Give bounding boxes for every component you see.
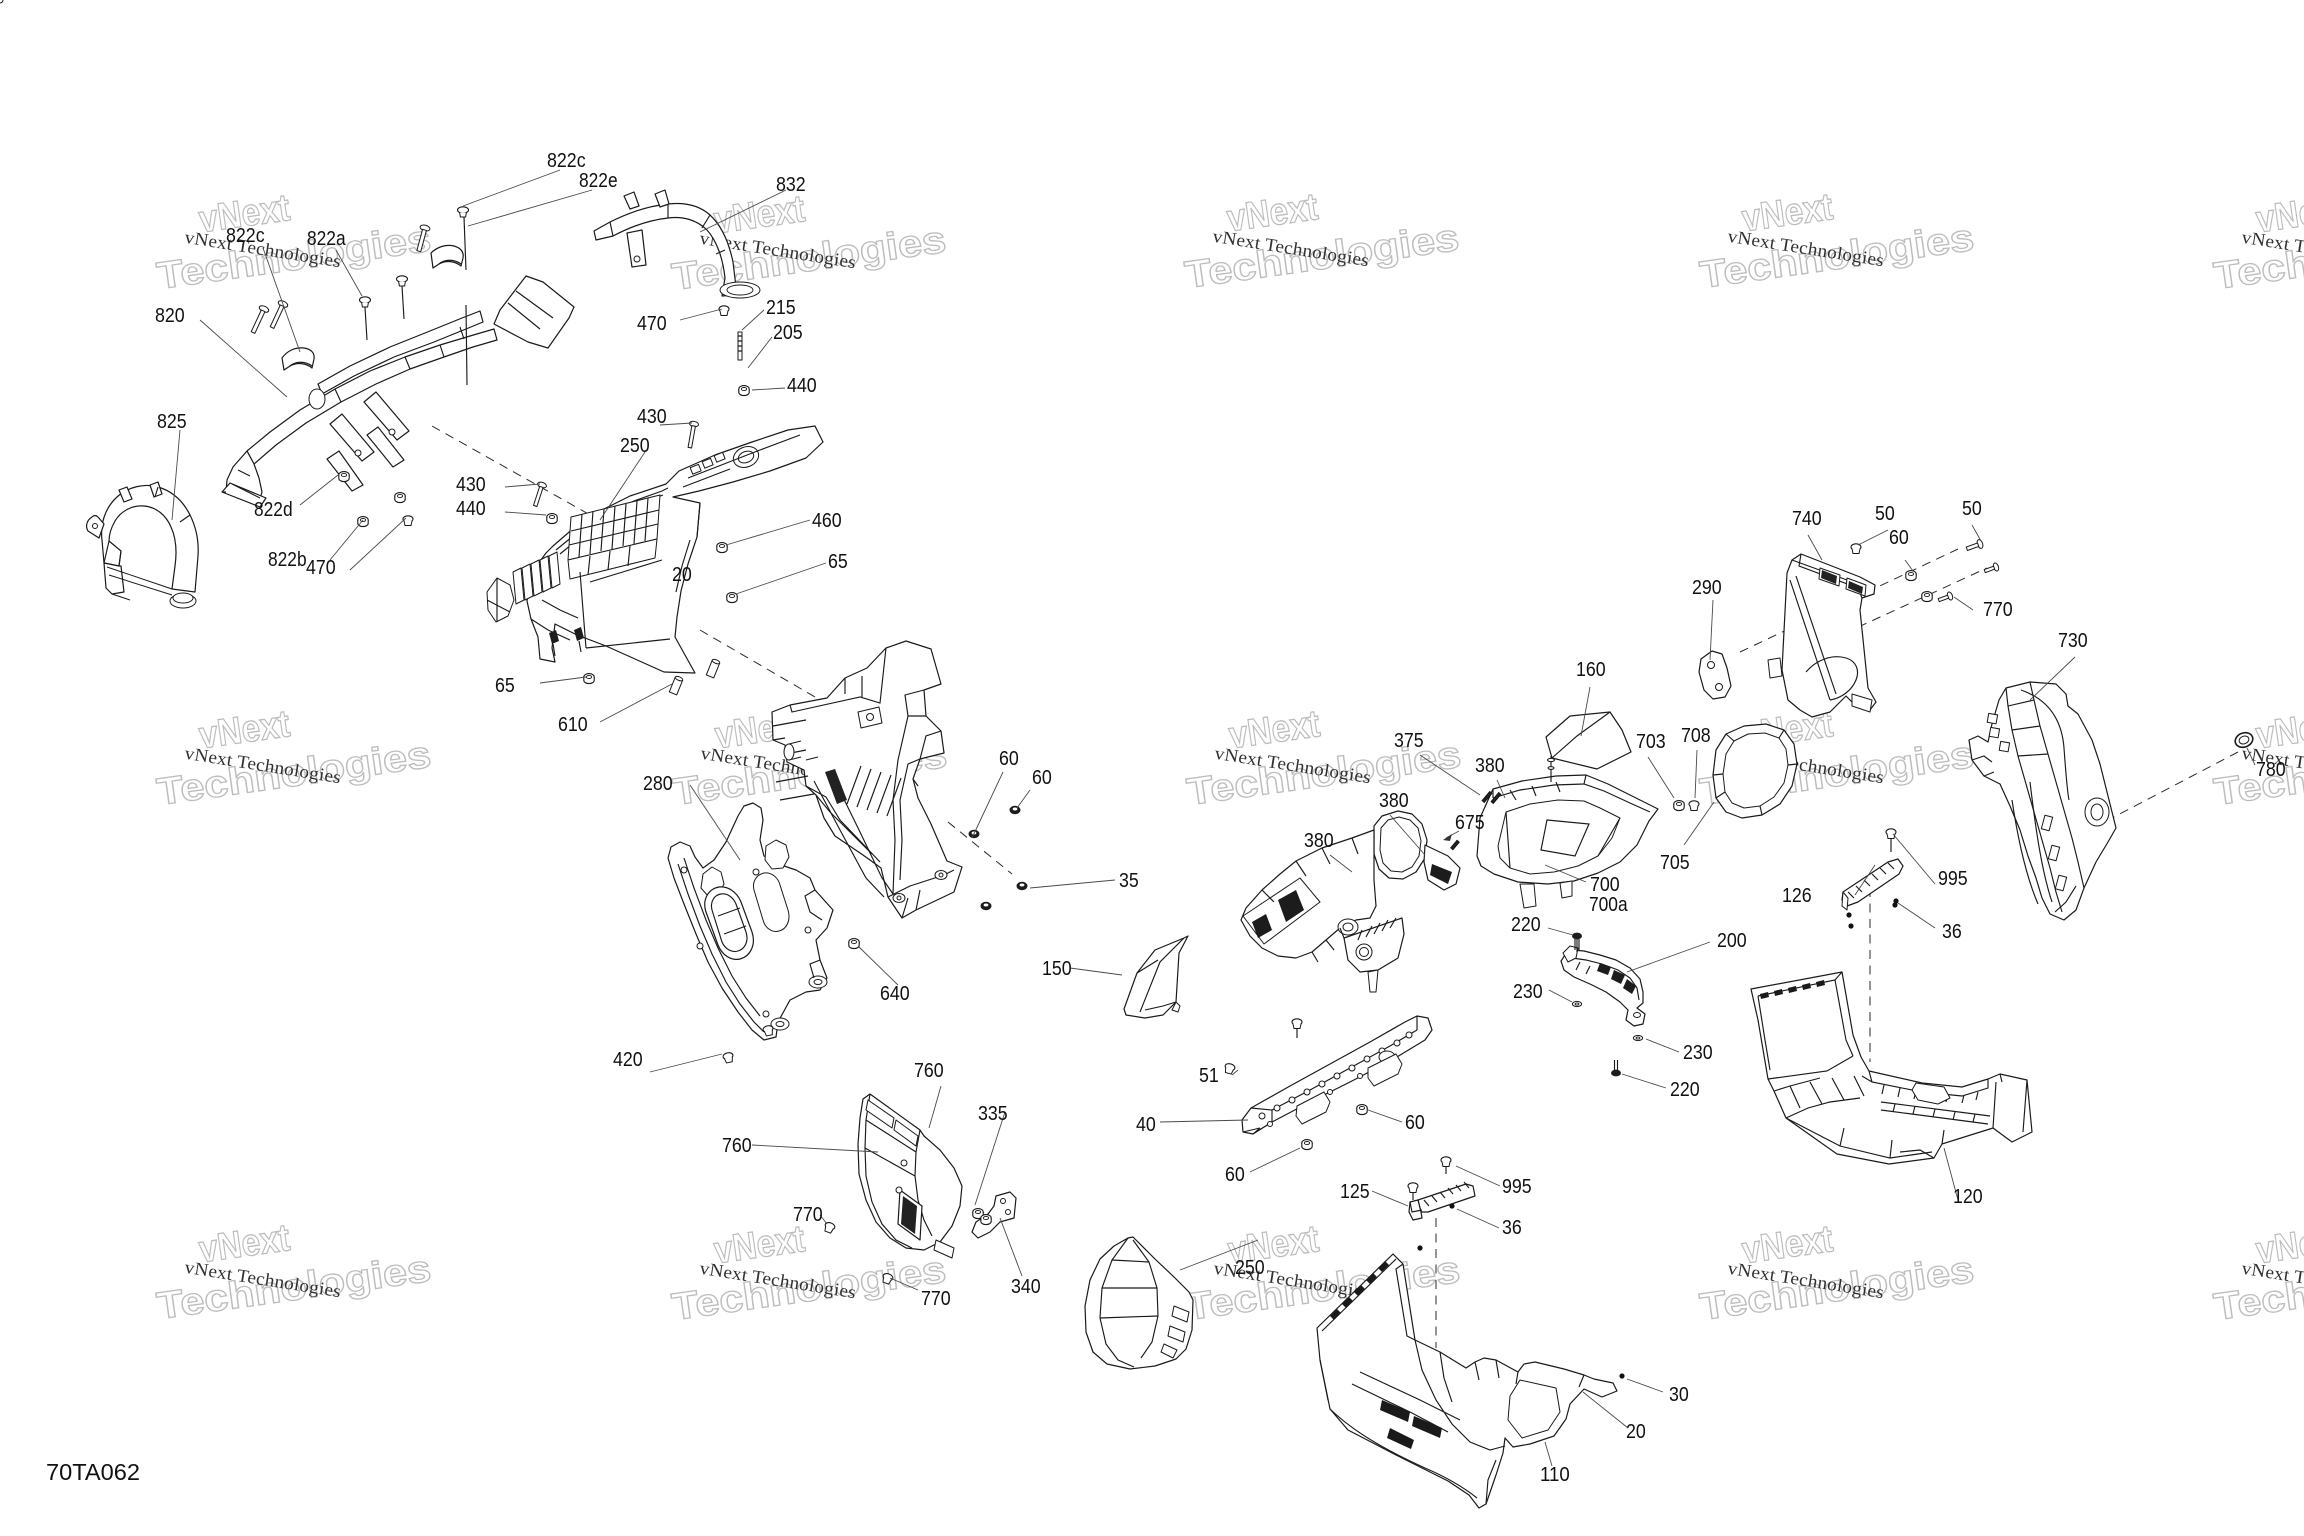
svg-text:125: 125 [1340,1181,1370,1203]
svg-text:770: 770 [793,1204,823,1226]
svg-text:290: 290 [1692,577,1722,599]
svg-text:610: 610 [558,714,588,736]
svg-text:705: 705 [1660,852,1690,874]
svg-text:230: 230 [1513,981,1543,1003]
svg-text:220: 220 [1511,914,1541,936]
svg-text:760: 760 [722,1135,752,1157]
svg-text:215: 215 [766,297,796,319]
svg-text:65: 65 [495,675,515,697]
svg-text:60: 60 [999,748,1019,770]
svg-text:250: 250 [1235,1257,1265,1279]
svg-text:60: 60 [1405,1112,1425,1134]
svg-text:65: 65 [828,551,848,573]
svg-text:36: 36 [1942,921,1962,943]
svg-text:995: 995 [1938,868,1968,890]
svg-text:380: 380 [1379,790,1409,812]
svg-text:832: 832 [776,174,806,196]
svg-text:420: 420 [613,1049,643,1071]
svg-text:430: 430 [637,406,667,428]
svg-text:280: 280 [643,773,673,795]
svg-text:640: 640 [880,983,910,1005]
svg-text:150: 150 [1042,958,1072,980]
svg-text:708: 708 [1681,725,1711,747]
svg-text:703: 703 [1636,731,1666,753]
svg-text:460: 460 [812,510,842,532]
svg-text:60: 60 [1032,767,1052,789]
svg-text:20: 20 [672,564,692,586]
svg-text:822c: 822c [547,150,586,172]
svg-text:35: 35 [1119,870,1139,892]
svg-text:120: 120 [1953,1186,1983,1208]
svg-text:822d: 822d [254,499,293,521]
svg-text:770: 770 [921,1288,951,1310]
svg-text:822a: 822a [307,228,346,250]
svg-text:700a: 700a [1589,894,1628,916]
svg-text:995: 995 [1502,1176,1532,1198]
svg-text:70TA062: 70TA062 [46,1459,140,1485]
svg-text:50: 50 [1875,503,1895,525]
svg-text:60: 60 [1225,1164,1245,1186]
svg-text:822b: 822b [268,549,307,571]
svg-text:470: 470 [637,313,667,335]
svg-text:822c: 822c [226,225,265,247]
svg-text:440: 440 [456,498,486,520]
svg-text:51: 51 [1199,1065,1219,1087]
svg-text:230: 230 [1683,1042,1713,1064]
svg-text:430: 430 [456,474,486,496]
svg-text:250: 250 [620,435,650,457]
svg-text:700: 700 [1590,874,1620,896]
svg-text:126: 126 [1782,885,1812,907]
svg-text:470: 470 [306,557,336,579]
svg-text:335: 335 [978,1103,1008,1125]
svg-text:40: 40 [1136,1114,1156,1136]
svg-text:825: 825 [157,411,187,433]
svg-text:340: 340 [1011,1276,1041,1298]
svg-text:50: 50 [1962,498,1982,520]
svg-text:380: 380 [1304,830,1334,852]
svg-text:760: 760 [914,1060,944,1082]
svg-text:730: 730 [2058,630,2088,652]
svg-text:60: 60 [1889,527,1909,549]
svg-text:205: 205 [773,322,803,344]
svg-text:440: 440 [787,375,817,397]
svg-text:20: 20 [1626,1421,1646,1443]
svg-text:820: 820 [155,305,185,327]
svg-text:160: 160 [1576,659,1606,681]
svg-text:220: 220 [1670,1079,1700,1101]
svg-text:675: 675 [1455,812,1485,834]
svg-text:30: 30 [1669,1384,1689,1406]
svg-text:770: 770 [1983,599,2013,621]
svg-text:375: 375 [1394,730,1424,752]
svg-text:780: 780 [2256,759,2286,781]
svg-text:36: 36 [1502,1217,1522,1239]
svg-text:200: 200 [1717,930,1747,952]
svg-text:822e: 822e [579,170,618,192]
svg-text:110: 110 [1540,1464,1570,1486]
svg-text:740: 740 [1792,508,1822,530]
svg-text:380: 380 [1475,755,1505,777]
